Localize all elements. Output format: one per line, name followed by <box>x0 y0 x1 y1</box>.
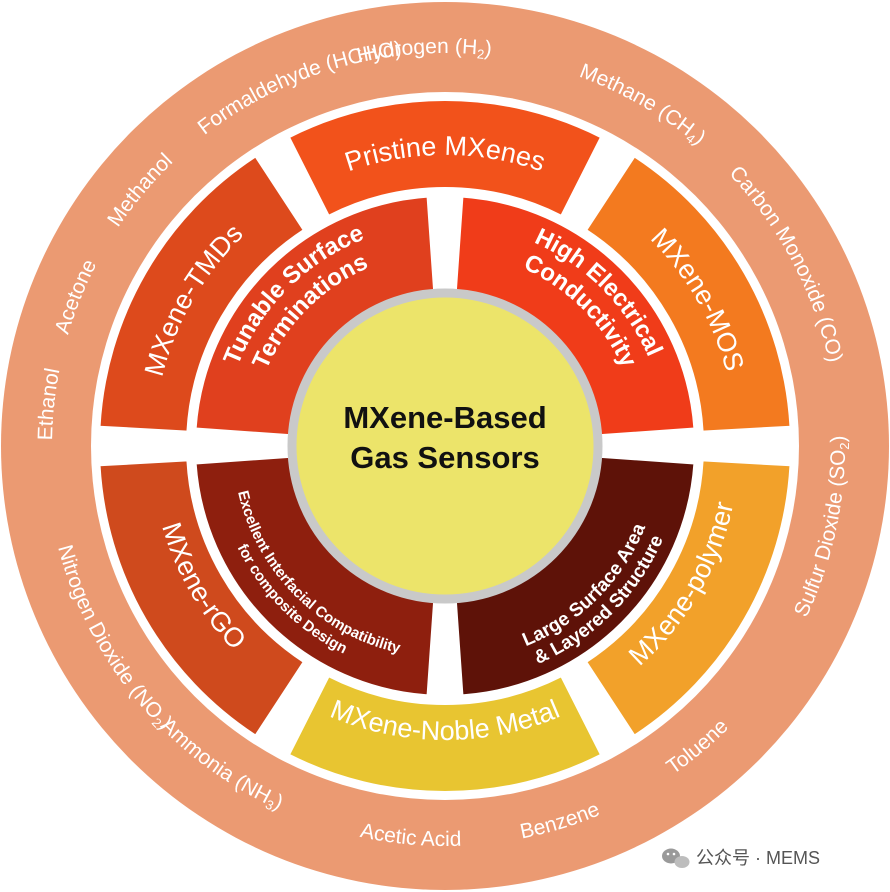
composite-segment-pristine-mxenes <box>287 99 603 218</box>
composite-segment-mxene-tmds <box>98 155 306 433</box>
composite-segment-mxene-polymer <box>584 459 792 737</box>
composite-segment-mxene-noble-metal <box>287 674 603 793</box>
center-disc <box>287 288 603 604</box>
center-title-line1: MXene-Based <box>343 400 546 435</box>
composite-segment-mxene-mos <box>584 155 792 433</box>
composite-segment-mxene-rgo <box>98 459 306 737</box>
watermark: 公众号 · MEMS <box>662 848 820 868</box>
center-title-line2: Gas Sensors <box>350 440 540 475</box>
watermark-text: 公众号 · MEMS <box>696 848 820 868</box>
wechat-icon <box>662 848 690 868</box>
